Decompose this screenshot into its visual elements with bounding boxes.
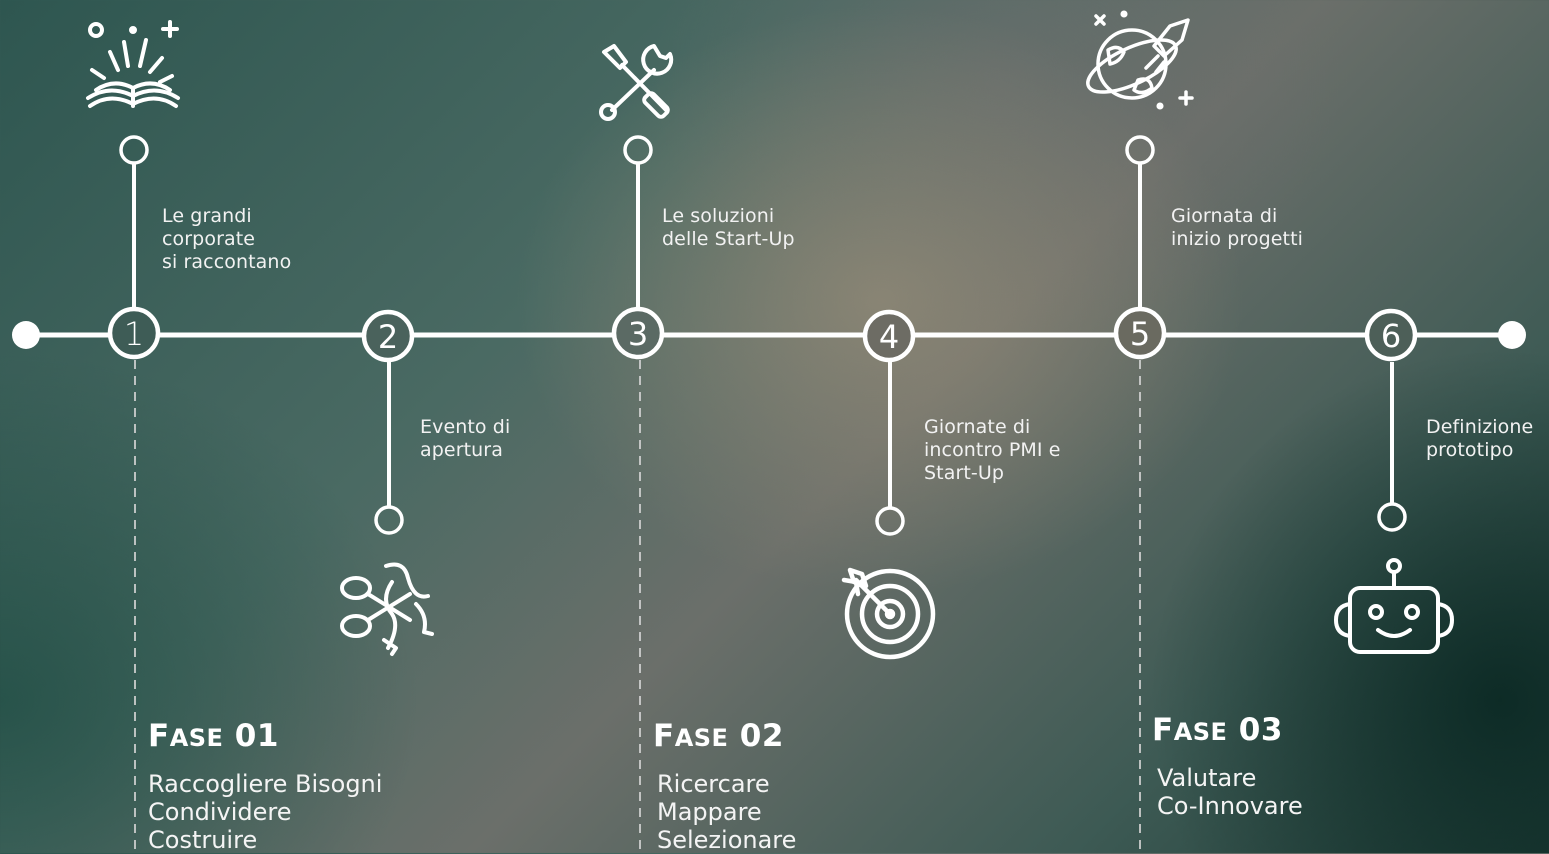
phase-title-2: FASE 02 bbox=[653, 718, 784, 754]
globe-rocket-icon bbox=[1086, 10, 1194, 110]
phase-title-1: FASE 01 bbox=[148, 718, 279, 754]
milestone-label-3: Le soluzioni delle Start-Up bbox=[662, 205, 795, 250]
phase-title-initial: F bbox=[653, 718, 675, 754]
milestone-node-3: 3 bbox=[611, 306, 665, 360]
milestone-stems bbox=[119, 135, 1407, 536]
milestone-node-6: 6 bbox=[1364, 308, 1418, 362]
wrench-screwdriver-icon bbox=[599, 44, 674, 121]
timeline-axis bbox=[12, 321, 1526, 349]
timeline-start-dot bbox=[12, 321, 40, 349]
milestone-number-3: 3 bbox=[628, 315, 648, 353]
phase-items-1: Raccogliere Bisogni Condividere Costruir… bbox=[148, 770, 382, 854]
phase-item: Valutare bbox=[1157, 764, 1257, 792]
target-arrow-icon bbox=[841, 567, 936, 660]
phase-dividers bbox=[134, 360, 1141, 853]
milestone-label-5: Giornata di inizio progetti bbox=[1171, 205, 1304, 250]
phase-title-number: 03 bbox=[1238, 712, 1283, 748]
phase-title-initial: F bbox=[1152, 712, 1174, 748]
phase-title-3: FASE 03 bbox=[1152, 712, 1283, 748]
phase-item: Raccogliere Bisogni bbox=[148, 770, 383, 798]
phase-title-rest: ASE bbox=[674, 724, 729, 752]
milestone-label-1: Le grandi corporate si raccontano bbox=[162, 205, 292, 273]
milestone-number-5: 5 bbox=[1130, 315, 1150, 353]
stem-end-4 bbox=[875, 506, 905, 536]
phase-title-number: 01 bbox=[234, 718, 279, 754]
milestone-label-4: Giornate di incontro PMI e Start-Up bbox=[924, 416, 1061, 484]
milestone-node-4: 4 bbox=[862, 309, 916, 363]
milestone-node-2: 2 bbox=[361, 309, 415, 363]
phase-items-3: Valutare Co-Innovare bbox=[1157, 764, 1303, 820]
stem-end-3 bbox=[623, 135, 653, 165]
milestone-label-6: Definizione prototipo bbox=[1426, 416, 1534, 461]
phase-item: Costruire bbox=[148, 826, 258, 854]
phase-items-2: Ricercare Mappare Selezionare bbox=[657, 770, 796, 854]
stem-end-1 bbox=[119, 135, 149, 165]
phase-item: Condividere bbox=[148, 798, 292, 826]
milestone-number-2: 2 bbox=[378, 318, 398, 356]
milestone-node-1: 1 bbox=[107, 306, 161, 360]
milestone-number-6: 6 bbox=[1381, 317, 1401, 355]
milestone-node-5: 5 bbox=[1113, 306, 1167, 360]
phase-title-rest: ASE bbox=[1173, 718, 1228, 746]
phase-item: Co-Innovare bbox=[1157, 792, 1303, 820]
ribbon-cutting-scissors-icon bbox=[340, 562, 434, 656]
milestone-number-1: 1 bbox=[124, 315, 144, 353]
robot-icon bbox=[1334, 558, 1454, 654]
stem-end-2 bbox=[374, 505, 404, 535]
milestone-nodes: 1 2 3 4 5 6 bbox=[107, 306, 1418, 363]
open-book-sparkle-icon bbox=[86, 20, 180, 108]
timeline-end-dot bbox=[1498, 321, 1526, 349]
phase-item: Selezionare bbox=[657, 826, 797, 854]
stem-end-6 bbox=[1377, 502, 1407, 532]
phase-item: Ricercare bbox=[657, 770, 770, 798]
phase-item: Mappare bbox=[657, 798, 762, 826]
phase-title-initial: F bbox=[148, 718, 170, 754]
stem-end-5 bbox=[1125, 135, 1155, 165]
phase-title-rest: ASE bbox=[169, 724, 224, 752]
milestone-label-2: Evento di apertura bbox=[420, 416, 511, 461]
milestone-number-4: 4 bbox=[879, 318, 899, 356]
phase-title-number: 02 bbox=[739, 718, 784, 754]
